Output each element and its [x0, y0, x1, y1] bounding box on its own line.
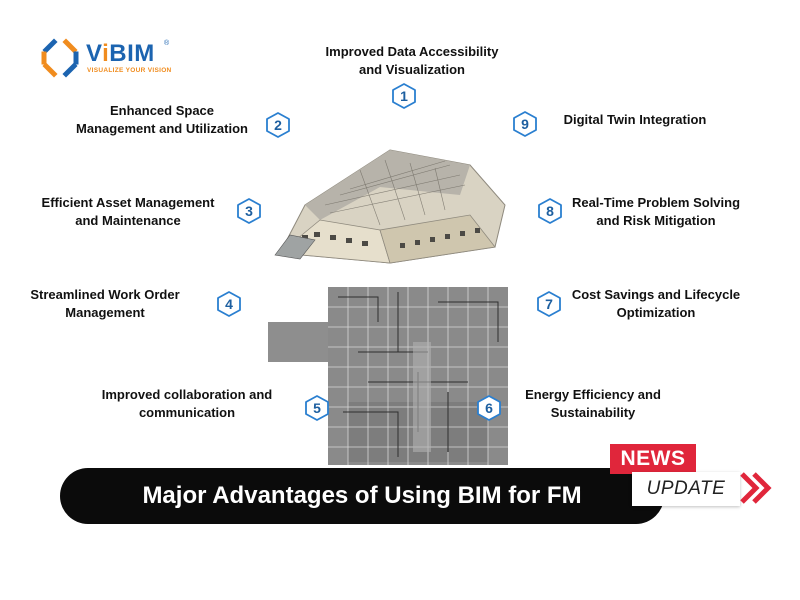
advantage-7-badge: 7 [535, 290, 563, 318]
advantage-4-badge: 4 [215, 290, 243, 318]
advantage-3-badge: 3 [235, 197, 263, 225]
advantage-2-badge: 2 [264, 111, 292, 139]
hexagon-icon [305, 395, 329, 421]
logo-wordmark: ViBIM [86, 40, 155, 67]
advantage-6-badge: 6 [475, 394, 503, 422]
logo-registered: ® [164, 40, 170, 47]
hexagon-icon [392, 83, 416, 109]
hexagon-icon [237, 198, 261, 224]
hexagon-icon [513, 111, 537, 137]
advantage-1-badge: 1 [390, 82, 418, 110]
title-banner [60, 468, 664, 524]
vibim-logo: ViBIM ® VISUALIZE YOUR VISION [40, 38, 180, 82]
building-3d-model-image [274, 149, 506, 264]
advantage-5-badge: 5 [303, 394, 331, 422]
news-badge: NEWS [610, 444, 696, 474]
hexagon-icon [477, 395, 501, 421]
advantage-9-label: Digital Twin Integration [563, 112, 707, 127]
hexagon-icon [266, 112, 290, 138]
update-badge-box [632, 472, 740, 506]
logo-mark-icon [41, 38, 79, 78]
advantage-8-badge: 8 [536, 197, 564, 225]
advantage-9-badge: 9 [511, 110, 539, 138]
update-badge: UPDATE [646, 478, 726, 499]
hexagon-icon [537, 291, 561, 317]
double-chevron-right-icon [740, 472, 772, 504]
hexagon-icon [538, 198, 562, 224]
page-title: Major Advantages of Using BIM for FM [142, 482, 582, 509]
hexagon-icon [217, 291, 241, 317]
logo-tagline: VISUALIZE YOUR VISION [87, 67, 172, 74]
floor-plan-model-image [268, 287, 508, 465]
